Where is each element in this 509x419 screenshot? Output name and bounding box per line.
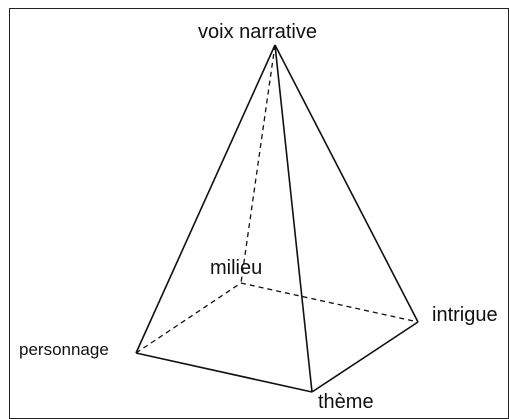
edge-apex-milieu [240,44,276,284]
hidden-edges [135,44,419,354]
vertex-label-theme: thème [318,391,374,413]
vertex-label-voix-narrative: voix narrative [198,21,317,43]
vertex-label-milieu: milieu [210,257,263,279]
edge-personnage-theme [135,352,313,393]
edge-personnage-milieu [135,282,242,354]
vertex-label-personnage: personnage [19,340,109,359]
edge-theme-intrigue [311,321,419,393]
vertex-label-intrigue: intrigue [432,304,498,326]
edge-apex-intrigue [274,44,419,323]
visible-edges [135,44,419,393]
edge-apex-personnage [135,44,276,354]
edge-milieu-intrigue [240,282,419,323]
edge-apex-theme [274,44,313,393]
